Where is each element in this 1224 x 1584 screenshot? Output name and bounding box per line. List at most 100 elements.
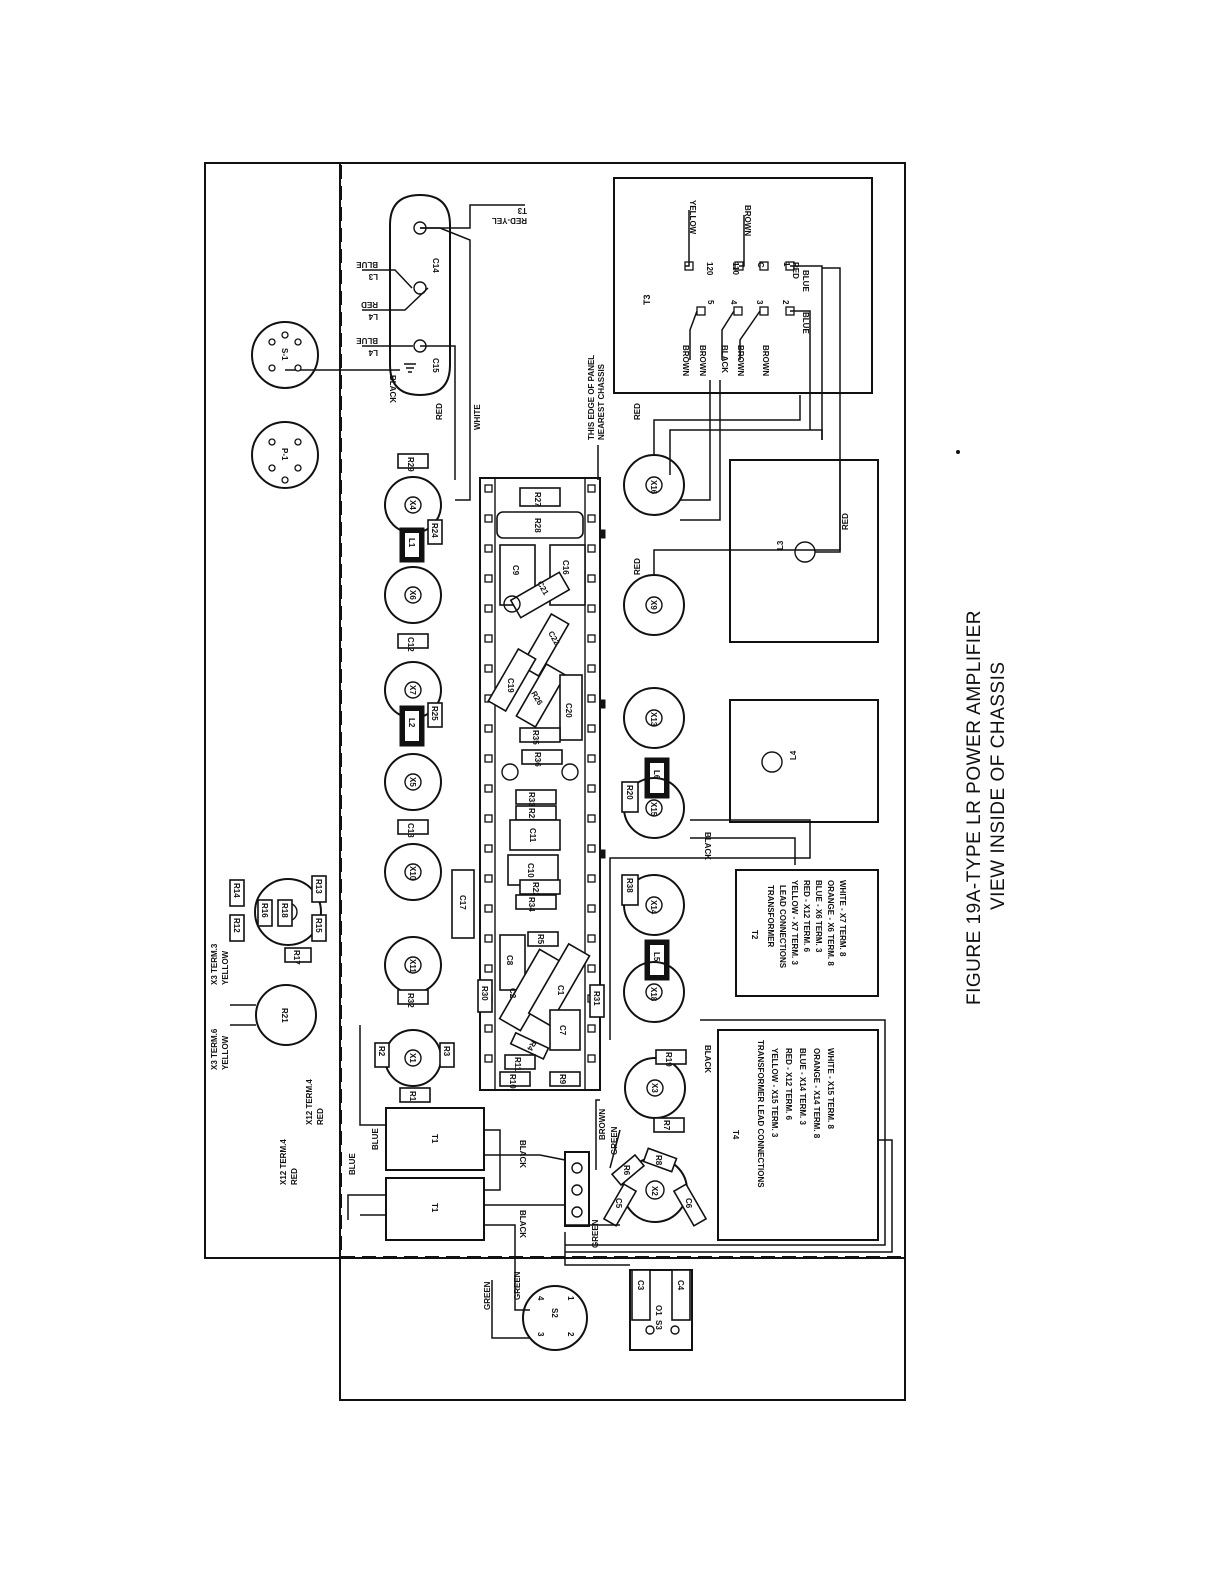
diagram-path: [739, 310, 761, 360]
diagram-rect: [484, 484, 493, 493]
diagram-label: R19: [664, 1052, 673, 1067]
diagram-label: R20: [625, 785, 634, 800]
diagram-label: R32: [406, 993, 415, 1008]
diagram-rect: [653, 1117, 685, 1133]
diagram-rect: [587, 484, 596, 493]
diagram-circle: [670, 1325, 680, 1335]
diagram-label: L1: [407, 538, 416, 548]
socket-x3-cluster: R14 R12 R16 R18 R13 R15 R17: [229, 875, 327, 965]
diagram-label: C1: [556, 985, 565, 996]
diagram-label: X10: [408, 866, 417, 881]
diagram-label: RED: [361, 300, 378, 309]
diagram-label: R36: [533, 752, 542, 767]
diagram-label: R1: [408, 1091, 417, 1102]
diagram-label: TRANSFORMER LEAD CONNECTIONS: [756, 1040, 765, 1188]
diagram-label: ORANGE - X6 TERM. 8: [826, 880, 835, 966]
diagram-label: R34: [527, 897, 536, 912]
diagram-label: BLUE - X6 TERM. 3: [814, 880, 823, 953]
diagram-label: RED - X12 TERM. 6: [802, 880, 811, 953]
resistor-r32: [397, 989, 429, 1005]
diagram-circle: [268, 364, 276, 372]
diagram-label: R17: [292, 950, 301, 965]
diagram-rect: [587, 604, 596, 613]
diagram-circle: [251, 321, 319, 389]
terminal-strip: [564, 1151, 590, 1227]
diagram-rect: [629, 1269, 693, 1351]
diagram-rect: [484, 604, 493, 613]
diagram-rect: [587, 964, 596, 973]
diagram-label: 3: [536, 1332, 545, 1337]
diagram-rect: [621, 874, 639, 906]
resistor-r33: [515, 789, 557, 805]
diagram-circle: [404, 956, 422, 974]
capacitor-c11: [509, 819, 561, 851]
diagram-rect: [613, 177, 873, 394]
diagram-label: NEAREST CHASSIS: [597, 363, 606, 440]
diagram-label: 4: [536, 1296, 545, 1301]
diagram-path: [739, 215, 745, 267]
diagram-label: R31: [592, 991, 601, 1006]
diagram-rect: [587, 874, 596, 883]
diagram-circle: [384, 753, 442, 811]
diagram-label: WHITE: [473, 404, 482, 430]
diagram-rect: [484, 814, 493, 823]
diagram-label: RED: [316, 1108, 325, 1125]
diagram-label: BLACK: [703, 1045, 712, 1073]
diagram-label: R11: [513, 1057, 522, 1072]
diagram-rect: [759, 306, 769, 316]
diagram-label: R28: [533, 518, 542, 533]
resistor-r31: [589, 984, 605, 1018]
diagram-label: X12 TERM.4: [279, 1139, 288, 1185]
diagram-circle: [404, 681, 422, 699]
diagram-rect: [484, 1054, 493, 1063]
diagram-label: BLUE: [801, 270, 810, 292]
diagram-label: C6: [684, 1198, 693, 1209]
diagram-label: L6: [652, 770, 661, 780]
diagram-circle: [281, 476, 289, 484]
diagram-label: R5: [536, 934, 545, 945]
diagram-circle: [571, 1162, 583, 1174]
diagram-rect: [587, 1024, 596, 1033]
socket-x16: X16: [623, 454, 685, 516]
diagram-circle: [281, 331, 289, 339]
diagram-path: [347, 1194, 386, 1220]
diagram-rect: [696, 306, 706, 316]
diagram-rect: [229, 914, 245, 942]
diagram-label: THIS EDGE OF PANEL: [587, 355, 596, 440]
diagram-label: R10: [508, 1074, 517, 1089]
diagram-label: C19: [506, 678, 515, 693]
diagram-rect: [229, 879, 245, 907]
choke-l4: L4: [729, 699, 879, 823]
diagram-path: [420, 227, 471, 480]
diagram-rect: [484, 964, 493, 973]
diagram-rect: [672, 1183, 708, 1227]
socket-x2-cluster: X2 C5 C6 R8 R6: [602, 1147, 708, 1227]
diagram-path: [790, 310, 811, 430]
diagram-label: R24: [430, 523, 439, 538]
diagram-label: C4: [676, 1280, 685, 1291]
socket-x14: X14 R38: [621, 874, 685, 936]
t3-taps: 120 110 C 1 5 4 3 2: [684, 261, 795, 316]
diagram-label: T3: [517, 206, 527, 215]
diagram-path: [362, 287, 429, 311]
capacitor-c8: [499, 934, 526, 991]
diagram-rect: [494, 477, 586, 1091]
diagram-label: S3: [654, 1320, 663, 1330]
socket-x15: X15 R20: [621, 777, 685, 839]
diagram-path: [689, 310, 698, 360]
socket-x11: X11: [384, 936, 442, 994]
diagram-rect: [484, 1024, 493, 1033]
resistor-r36: [521, 749, 563, 765]
switch-s2: S2 4 3 1 2: [491, 1280, 588, 1351]
diagram-path: [484, 1160, 501, 1191]
diagram-label: C10: [526, 863, 535, 878]
diagram-path: [420, 345, 456, 480]
diagram-label: LEAD CONNECTIONS: [778, 885, 787, 969]
diagram-label: RED: [633, 558, 642, 575]
socket-x5: X5: [384, 753, 442, 811]
diagram-label: BLACK: [388, 375, 397, 403]
resistor-r28: [496, 511, 584, 539]
diagram-rect: [599, 529, 606, 539]
panel-edge-note: THIS EDGE OF PANEL NEAREST CHASSIS: [587, 355, 606, 480]
capacitor-c13: [397, 819, 429, 835]
